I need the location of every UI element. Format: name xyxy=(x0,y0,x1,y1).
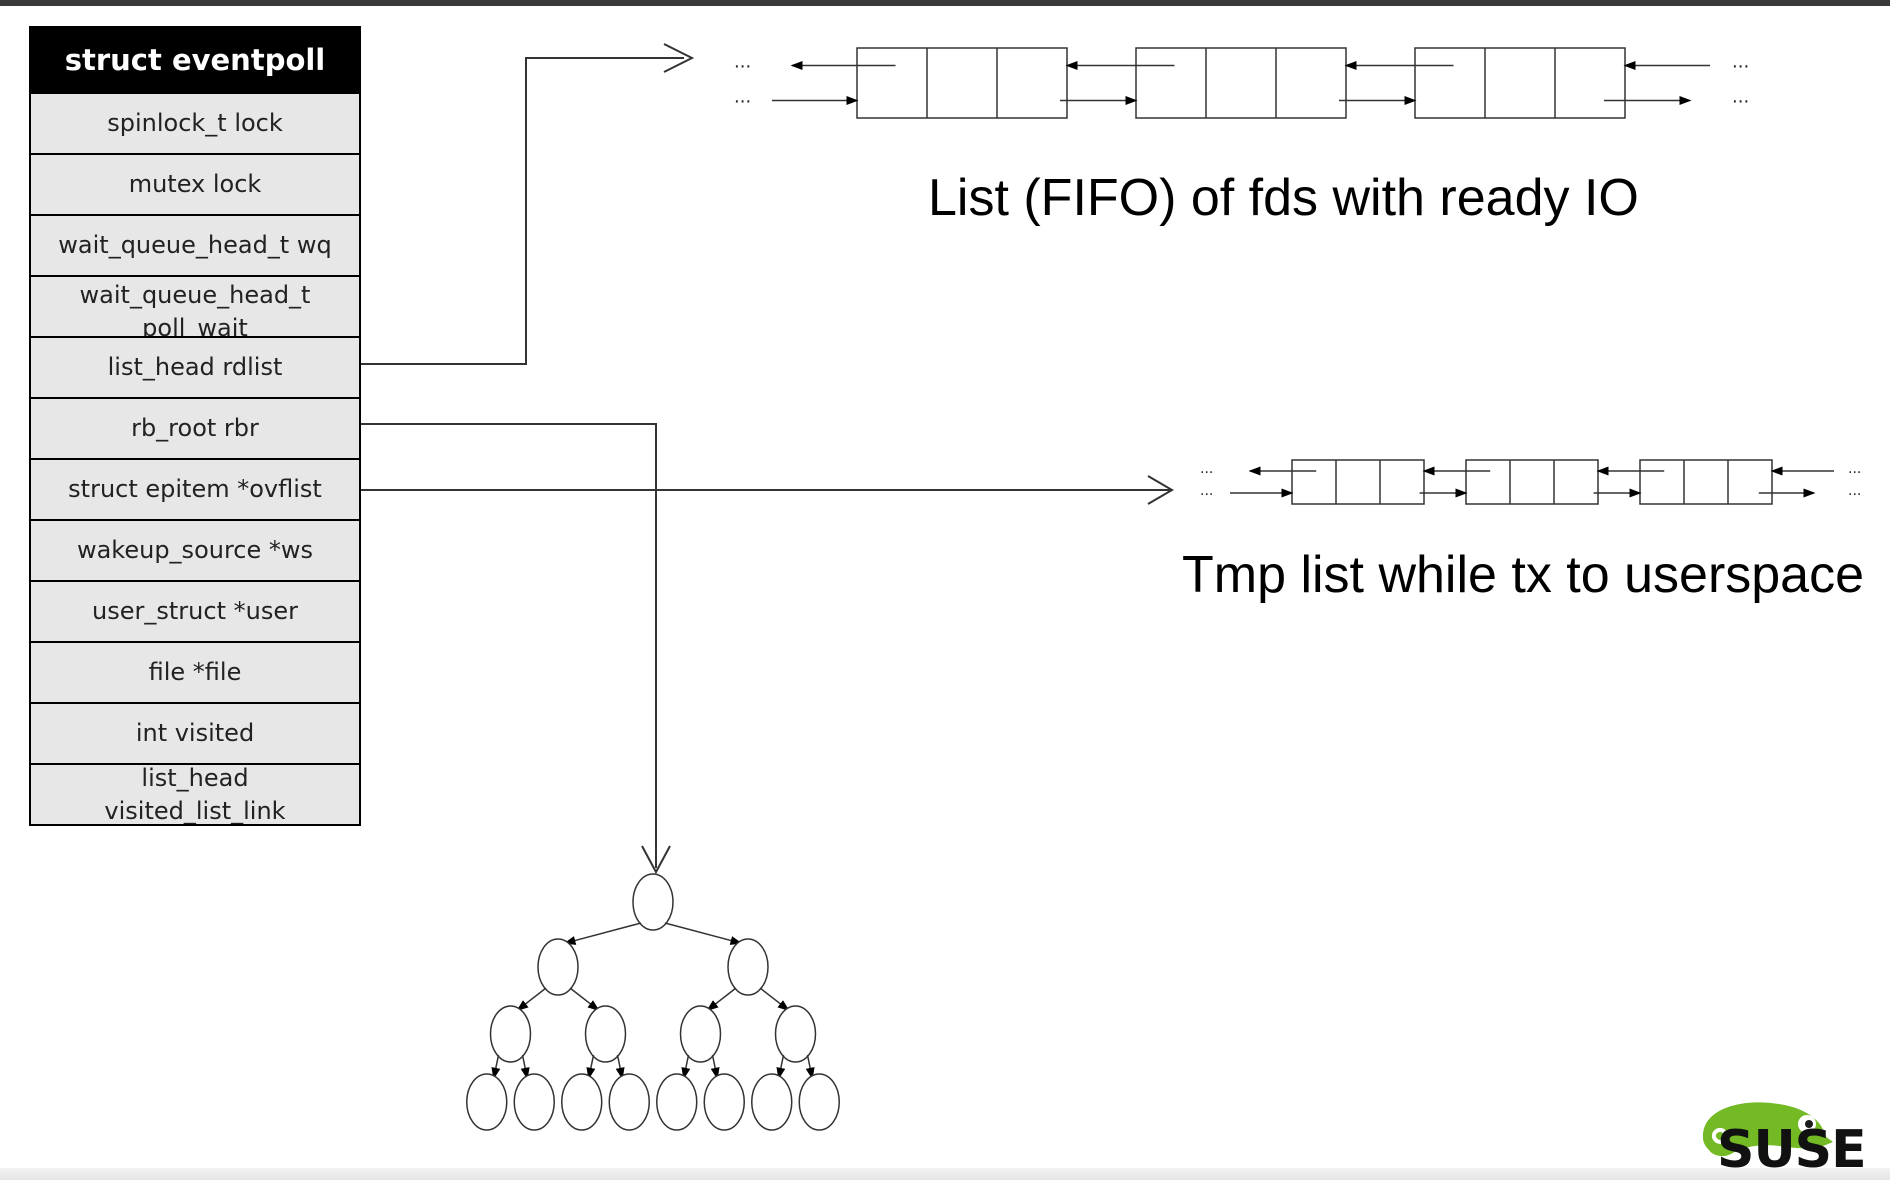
field-visited-list-link: list_head visited_list_link xyxy=(31,763,359,824)
tree-node xyxy=(774,1005,817,1063)
field-ovflist: struct epitem *ovflist xyxy=(31,458,359,519)
tree-node xyxy=(727,938,769,996)
ready-list-node xyxy=(1414,47,1626,119)
rb-tree xyxy=(466,873,840,1131)
tmp-list-node xyxy=(1291,459,1425,505)
bottom-border xyxy=(0,1168,1890,1180)
tmp-list-caption: Tmp list while tx to userspace xyxy=(1182,546,1865,604)
tree-edge xyxy=(706,987,737,1012)
tree-node xyxy=(703,1073,745,1131)
tree-edge xyxy=(759,987,790,1012)
ready-list-caption: List (FIFO) of fds with ready IO xyxy=(928,169,1639,227)
field-user: user_struct *user xyxy=(31,580,359,641)
tree-edge xyxy=(563,922,642,945)
suse-chameleon-icon xyxy=(1703,1102,1833,1157)
tree-edge xyxy=(710,1054,720,1080)
connector-rdlist-arrowhead xyxy=(663,43,695,73)
tmp-list-node xyxy=(1639,459,1773,505)
field-rbr: rb_root rbr xyxy=(31,397,359,458)
tree-edge xyxy=(681,1054,691,1080)
tree-node xyxy=(798,1073,840,1131)
struct-title: struct eventpoll xyxy=(31,28,359,92)
tree-edge xyxy=(615,1054,625,1080)
tmp-list-node xyxy=(1465,459,1599,505)
field-file: file *file xyxy=(31,641,359,702)
tree-edge xyxy=(776,1054,786,1080)
field-mutex: mutex lock xyxy=(31,153,359,214)
struct-eventpoll-box: struct eventpoll spinlock_t lock mutex l… xyxy=(29,26,361,826)
tree-node xyxy=(656,1073,698,1131)
field-rdlist: list_head rdlist xyxy=(31,336,359,397)
tree-edge xyxy=(520,1054,530,1080)
tree-node xyxy=(537,938,579,996)
tmp-list-ellipsis: ... xyxy=(1848,483,1861,499)
ready-list-ellipsis: ... xyxy=(1732,87,1749,108)
connector-rbr-arrowhead xyxy=(641,845,671,875)
tmp-list-ellipsis: ... xyxy=(1848,461,1861,477)
tree-edge xyxy=(491,1054,501,1080)
connector-rbr xyxy=(361,423,671,875)
tree-edge xyxy=(664,922,743,945)
ready-list: ............ xyxy=(734,47,1749,119)
ready-list-node xyxy=(856,47,1068,119)
tree-node xyxy=(679,1005,722,1063)
field-poll-wait: wait_queue_head_t poll_wait xyxy=(31,275,359,336)
tree-edge xyxy=(569,987,600,1012)
tmp-list: ............ xyxy=(1200,459,1861,505)
tree-node xyxy=(489,1005,532,1063)
ready-list-ellipsis: ... xyxy=(734,52,751,73)
connector-rdlist xyxy=(361,43,695,365)
connector-ovflist-arrowhead xyxy=(1147,475,1174,505)
ready-list-ellipsis: ... xyxy=(1732,52,1749,73)
tree-edge xyxy=(805,1054,815,1080)
field-wq: wait_queue_head_t wq xyxy=(31,214,359,275)
tree-node xyxy=(608,1073,650,1131)
tmp-list-ellipsis: ... xyxy=(1200,483,1213,499)
field-spinlock: spinlock_t lock xyxy=(31,92,359,153)
tree-node xyxy=(561,1073,603,1131)
tree-edge xyxy=(516,987,547,1012)
suse-logo-text: SUSE xyxy=(1717,1120,1867,1180)
tmp-list-ellipsis: ... xyxy=(1200,461,1213,477)
connector-ovflist xyxy=(361,475,1174,505)
tree-edge xyxy=(586,1054,596,1080)
ready-list-ellipsis: ... xyxy=(734,87,751,108)
tree-node xyxy=(751,1073,793,1131)
ready-list-node xyxy=(1135,47,1347,119)
tree-node xyxy=(466,1073,508,1131)
tree-node xyxy=(513,1073,555,1131)
field-visited: int visited xyxy=(31,702,359,763)
top-border xyxy=(0,0,1890,6)
tree-node xyxy=(584,1005,627,1063)
field-ws: wakeup_source *ws xyxy=(31,519,359,580)
tree-node xyxy=(632,873,674,931)
